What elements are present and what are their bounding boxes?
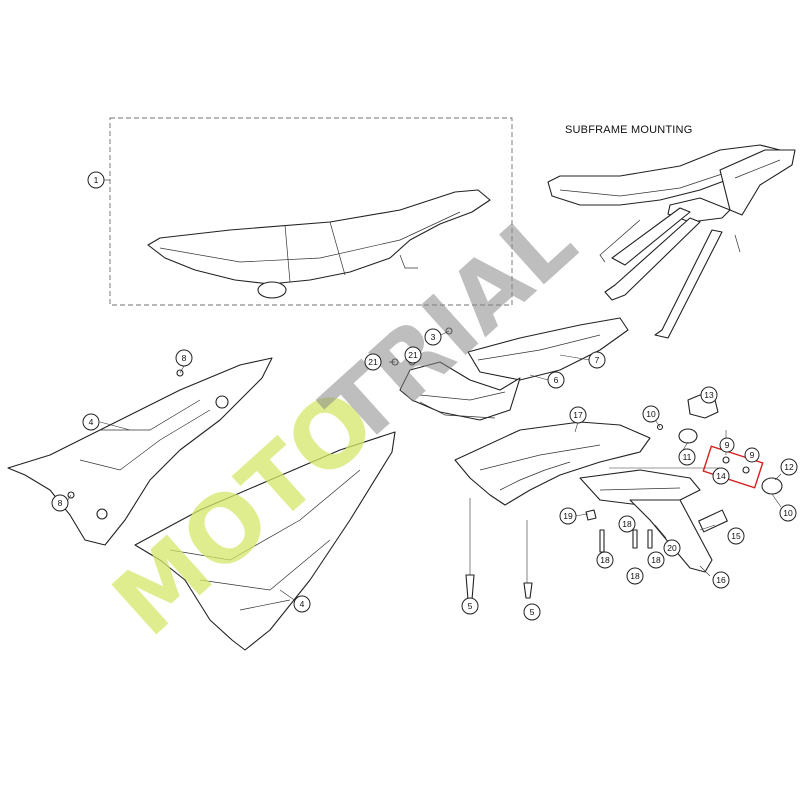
callout-14: 14 — [712, 467, 730, 485]
callout-20: 20 — [663, 539, 681, 557]
callout-circle — [642, 405, 660, 423]
callout-9-left: 9 — [719, 437, 735, 453]
callout-circle — [461, 597, 479, 615]
callout-number: 7 — [595, 355, 600, 365]
callout-circle — [618, 515, 636, 533]
callout-number: 9 — [725, 440, 730, 450]
callout-number: 20 — [667, 543, 677, 553]
callout-5-left: 5 — [461, 597, 479, 615]
callout-4-lower: 4 — [293, 595, 311, 613]
callout-number: 10 — [646, 409, 656, 419]
callout-number: 5 — [530, 607, 535, 617]
callout-number: 16 — [716, 575, 726, 585]
callout-number: 12 — [784, 462, 794, 472]
callout-circle — [51, 494, 69, 512]
callout-13: 13 — [700, 386, 718, 404]
callout-number: 8 — [58, 498, 63, 508]
callout-number: 9 — [750, 450, 755, 460]
callout-circle — [719, 437, 735, 453]
callout-number: 3 — [431, 332, 436, 342]
side-panel-lower — [134, 431, 396, 651]
callout-8-lower: 8 — [51, 494, 69, 512]
callout-circle — [547, 371, 565, 389]
callout-circle — [678, 448, 696, 466]
callout-circle — [87, 171, 105, 189]
callout-number: 15 — [731, 531, 741, 541]
callout-circle — [700, 386, 718, 404]
callout-number: 17 — [573, 410, 583, 420]
callout-17: 17 — [569, 406, 587, 424]
callout-15: 15 — [727, 527, 745, 545]
callout-circle — [175, 349, 193, 367]
callout-number: 14 — [716, 471, 726, 481]
callout-7: 7 — [588, 351, 606, 369]
seat — [147, 189, 491, 299]
callout-19: 19 — [559, 507, 577, 525]
callout-18-b: 18 — [596, 551, 614, 569]
callout-10-lower: 10 — [779, 504, 797, 522]
callout-circle — [293, 595, 311, 613]
callout-number: 18 — [630, 571, 640, 581]
callout-number: 13 — [704, 390, 714, 400]
callout-circle — [596, 551, 614, 569]
callout-circle — [712, 571, 730, 589]
callout-21-left: 21 — [364, 353, 382, 371]
callout-circle — [559, 507, 577, 525]
callout-circle — [779, 504, 797, 522]
callout-number: 21 — [368, 357, 378, 367]
callout-number: 21 — [408, 350, 418, 360]
callout-circle — [727, 527, 745, 545]
callout-5-right: 5 — [523, 603, 541, 621]
callout-circle — [424, 328, 442, 346]
callout-circle — [647, 551, 665, 569]
callout-11: 11 — [678, 448, 696, 466]
subframe-assembly — [547, 144, 796, 339]
callout-number: 11 — [683, 452, 692, 462]
callouts: 1 3 4 4 5 5 6 7 8 8 9 9 10 10 11 12 13 1… — [51, 171, 798, 621]
callout-number: 18 — [600, 555, 610, 565]
callout-circle — [404, 346, 422, 364]
callout-8-upper: 8 — [175, 349, 193, 367]
callout-circle — [744, 447, 760, 463]
callout-3: 3 — [424, 328, 442, 346]
callout-number: 18 — [651, 555, 661, 565]
callout-circle — [364, 353, 382, 371]
callout-21-right: 21 — [404, 346, 422, 364]
seat-group-box — [109, 117, 513, 306]
callout-18-a: 18 — [618, 515, 636, 533]
subframe-mounting-heading: SUBFRAME MOUNTING — [565, 124, 693, 136]
callout-circle — [82, 413, 100, 431]
callout-number: 4 — [300, 599, 305, 609]
callout-number: 4 — [89, 417, 94, 427]
callout-circle — [712, 467, 730, 485]
callout-circle — [569, 406, 587, 424]
callout-4-upper: 4 — [82, 413, 100, 431]
callout-16: 16 — [712, 571, 730, 589]
callout-circle — [588, 351, 606, 369]
callout-18-d: 18 — [626, 567, 644, 585]
callout-number: 6 — [554, 375, 559, 385]
callout-number: 18 — [622, 519, 632, 529]
callout-circle — [626, 567, 644, 585]
callout-1: 1 — [87, 171, 105, 189]
callout-circle — [780, 458, 798, 476]
callout-number: 10 — [783, 508, 793, 518]
callout-10-upper: 10 — [642, 405, 660, 423]
callout-circle — [663, 539, 681, 557]
rear-fender — [399, 317, 629, 421]
highlight-box — [702, 445, 764, 489]
callout-6: 6 — [547, 371, 565, 389]
callout-18-c: 18 — [647, 551, 665, 569]
leader-lines — [65, 330, 782, 605]
callout-number: 8 — [182, 353, 187, 363]
callout-9-right: 9 — [744, 447, 760, 463]
callout-circle — [523, 603, 541, 621]
callout-number: 5 — [468, 601, 473, 611]
plate-holder — [579, 469, 728, 573]
callout-12: 12 — [780, 458, 798, 476]
callout-number: 1 — [94, 175, 99, 185]
callout-number: 19 — [563, 511, 573, 521]
